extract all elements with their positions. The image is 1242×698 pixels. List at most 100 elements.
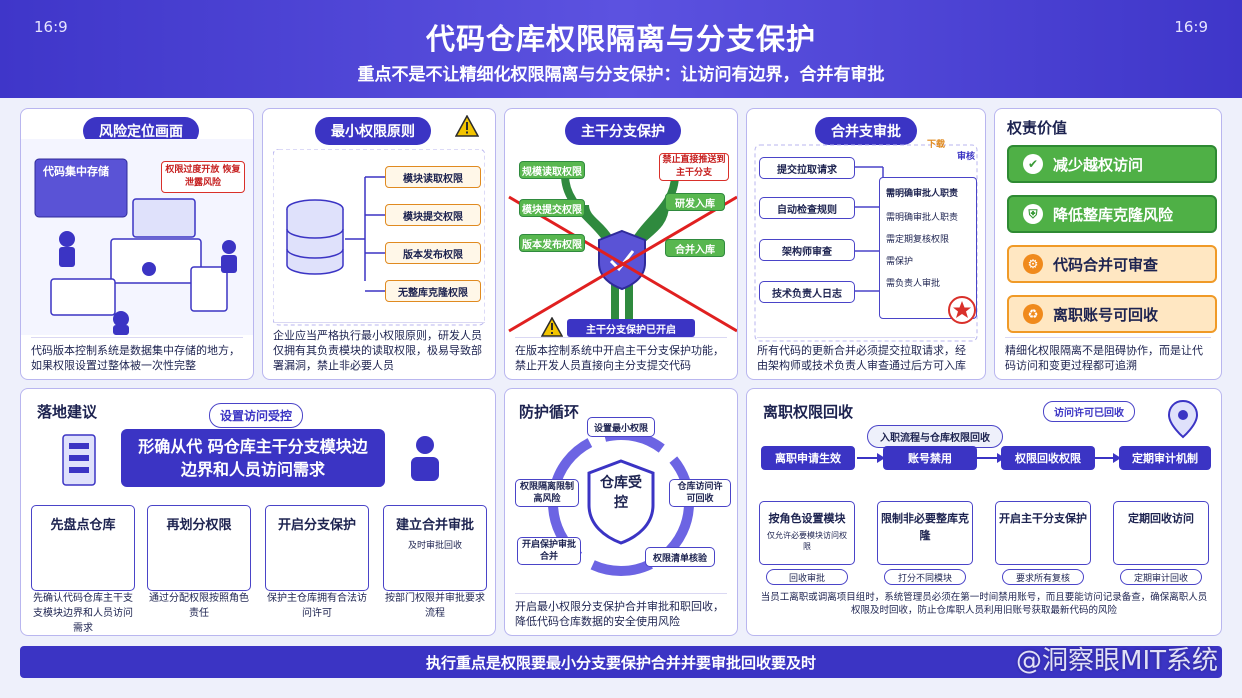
server-icon [62,434,96,486]
branch-protection-title: 主干分支保护 [565,117,681,145]
cycle-panel: 防护循环 仓库受控 设置最小权限 仓库访问许可回收 权限清单核验 开启保护审批合… [504,388,738,636]
merge-approval-panel: 合并支审批 提交拉取请求 自动检查规则 架构师审查 技术负责人日志 下载 审核 … [746,108,986,380]
priv-item-read: 模块读取权限 [385,166,481,188]
aspect-ratio-label-right: 16:9 [1174,18,1208,36]
flow-resignation: 离职申请生效 [761,446,855,470]
advice-tag: 设置访问受控 [209,403,304,428]
cycle-center-label: 仓库受控 [600,475,642,511]
advice-card-desc: 通过分配权限按照角色责任 [149,593,249,619]
warning-icon [541,317,563,337]
cycle-center: 仓库受控 [595,473,647,513]
shield-icon [587,459,655,545]
offboard-tag: 回收审批 [766,569,848,585]
doc-header: 需明确审批人职责 [886,189,959,199]
offboarding-banner: 入职流程与仓库权限回收 [867,425,1003,448]
person-icon [411,436,439,481]
advice-card-desc: 先确认代码仓库主干支支模块边界和人员访问需求 [33,593,133,634]
priv-item-release: 版本发布权限 [385,242,481,264]
offboarding-panel: 离职权限回收 访问许可已回收 入职流程与仓库权限回收 离职申请生效 账号禁用 权… [746,388,1222,636]
screen-label: 代码集中存储 [43,165,109,178]
offboard-card-clone: 限制非必要整库克隆 [877,501,973,565]
cycle-node-revoke: 仓库访问许可回收 [669,479,731,507]
offboard-card-title: 开启主干分支保护 [999,512,1087,525]
flow-revoke: 权限回收权限 [1001,446,1095,470]
gear-icon: ⚙ [1023,254,1043,274]
branch-left-release: 版本发布权限 [519,234,585,252]
merge-step-auto-check: 自动检查规则 [759,197,855,219]
advice-title: 落地建议 [37,403,98,421]
database-diagram [273,149,485,326]
doc-download-tag: 下载 [927,140,946,150]
advice-card-merge: 建立合并审批 及时审批回收 [383,505,487,591]
least-privilege-description: 企业应当严格执行最小权限原则，研发人员仅拥有其负责模块的读取权限，极易导致部署漏… [273,322,485,373]
cycle-node-audit: 权限清单核验 [645,547,715,567]
doc-item: 需明确审批人职责 [886,213,959,223]
value-panel: 权责价值 ✔ 减少越权访问 ⛨ 降低整库克隆风险 ⚙ 代码合并可审查 ♻ 离职账… [994,108,1222,380]
value-description: 精细化权限隔离不是阻碍协作，而是让代码访问和变更过程都可追溯 [1005,337,1211,373]
advice-card-permission: 再划分权限 [147,505,251,591]
cycle-node-min-priv: 设置最小权限 [587,417,655,437]
branch-left-commit: 模块提交权限 [519,199,585,217]
merge-approval-title: 合并支审批 [815,117,917,145]
approval-flow-diagram [754,144,978,342]
watermark: @洞察眼MIT系统 [1016,646,1218,676]
merge-step-pr: 提交拉取请求 [759,157,855,179]
branch-right-dev: 研发入库 [665,193,725,211]
advice-card-desc: 按部门权限并审批要求流程 [385,593,485,619]
branch-right-no-push: 禁止直接推送到主干分支 [659,153,729,181]
value-reduce-overreach: ✔ 减少越权访问 [1007,145,1217,183]
branch-protection-status: 主干分支保护已开启 [567,319,695,337]
header-banner: 16:9 16:9 代码仓库权限隔离与分支保护 重点不是不让精细化权限隔离与分支… [0,0,1242,98]
advice-card-desc: 保护主仓库拥有合法访问许可 [267,593,367,619]
offboarding-tag: 访问许可已回收 [1043,401,1135,422]
offboard-card-role: 按角色设置模块 仅允许必要模块访问权限 [759,501,855,565]
value-reduce-clone-risk: ⛨ 降低整库克隆风险 [1007,195,1217,233]
location-pin-icon [1167,399,1199,439]
page-title: 代码仓库权限隔离与分支保护 [425,22,816,56]
value-label: 代码合并可审查 [1053,255,1159,274]
offboard-tag: 要求所有复核 [1002,569,1084,585]
branch-tree-diagram [508,174,737,333]
value-label: 降低整库克隆风险 [1053,205,1174,224]
risk-panel: 风险定位画面 代码集中存储 权限过度开放 恢复泄露风险 代码版本控制系统是数据集… [20,108,254,380]
doc-item: 需保护 [886,257,914,267]
risk-alert-box: 权限过度开放 恢复泄露风险 [161,161,245,193]
doc-item: 需定期复核权限 [886,235,950,245]
warning-icon [455,115,479,137]
advice-card-title: 再划分权限 [166,518,232,533]
offboard-card-title: 定期回收访问 [1128,512,1194,525]
value-label: 离职账号可回收 [1053,305,1159,324]
least-privilege-title: 最小权限原则 [315,117,431,145]
branch-protection-panel: 主干分支保护 规模读取权限 模块提交权限 版本发布权限 禁止直接推送到主干分支 … [504,108,738,380]
branch-protection-description: 在版本控制系统中开启主干分支保护功能，禁止开发人员直接向主分支提交代码 [515,337,727,373]
advice-banner: 形确从代 码仓库主干分支模块边 边界和人员访问需求 [121,429,385,487]
advice-card-inventory: 先盘点仓库 [31,505,135,591]
recycle-icon: ♻ [1023,304,1043,324]
flow-disable-account: 账号禁用 [883,446,977,470]
advice-card-branch: 开启分支保护 [265,505,369,591]
priv-item-no-clone: 无整库克隆权限 [385,280,481,302]
advice-card-title: 先盘点仓库 [50,518,116,533]
advice-panel: 落地建议 设置访问受控 形确从代 码仓库主干分支模块边 边界和人员访问需求 先盘… [20,388,496,636]
risk-description: 代码版本控制系统是数据集中存储的地方，如果权限设置过整体被一次性完整 [31,337,243,373]
key-point-bar: 执行重点是权限要最小分支要保护合并并要审批回收要及时 [20,646,1222,678]
advice-card-title: 开启分支保护 [277,518,356,533]
advice-banner-line: 形确从代 码仓库主干分支模块边 [138,437,368,456]
doc-review-tag: 审核 [957,152,976,162]
advice-banner-line: 边界和人员访问需求 [180,460,325,479]
shield-icon: ⛨ [1023,204,1043,224]
check-icon: ✔ [1023,154,1043,174]
offboard-card-title: 按角色设置模块 [768,512,846,525]
merge-approval-description: 所有代码的更新合并必须提交拉取请求，经由架构师或技术负责人审查通过后方可入库 [757,337,975,373]
cycle-description: 开启最小权限分支保护合并审批和职回收，降低代码仓库数据的安全使用风险 [515,593,727,629]
cycle-title: 防护循环 [519,403,580,421]
offboard-tag: 打分不同模块 [884,569,966,585]
offboard-card-branch: 开启主干分支保护 [995,501,1091,565]
merge-step-lead-log: 技术负责人日志 [759,281,855,303]
offboard-card-sub: 仅允许必要模块访问权限 [767,531,847,551]
value-label: 减少越权访问 [1053,155,1144,174]
advice-card-title: 建立合并审批 [395,518,474,533]
offboard-card-revoke: 定期回收访问 [1113,501,1209,565]
offboarding-title: 离职权限回收 [763,403,854,421]
cycle-node-protect: 开启保护审批合并 [517,537,581,565]
